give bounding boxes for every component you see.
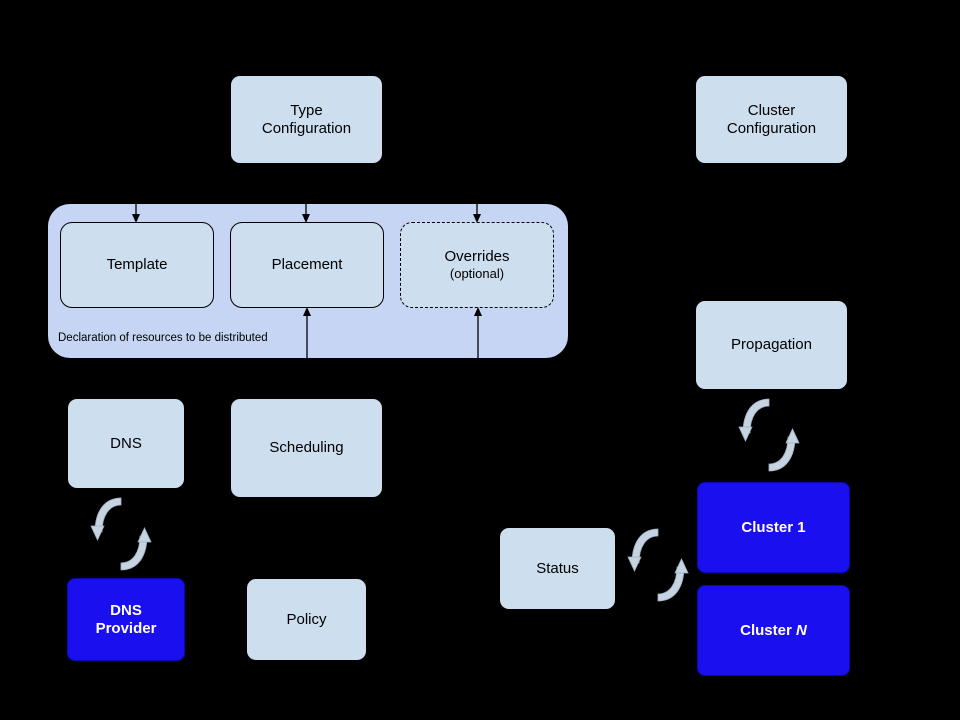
status-label: Status — [536, 559, 579, 577]
sync-icon-propagation-to-cluster1 — [738, 398, 800, 472]
dns-provider-label-line1: DNS — [110, 601, 142, 619]
dns-label: DNS — [110, 434, 142, 452]
node-cluster-n[interactable]: Cluster N — [697, 585, 850, 676]
policy-label: Policy — [286, 610, 327, 628]
overrides-label: Overrides — [444, 248, 510, 266]
node-cluster-1[interactable]: Cluster 1 — [697, 482, 850, 573]
propagation-label: Propagation — [731, 336, 812, 354]
node-placement[interactable]: Placement — [230, 222, 384, 308]
cluster-configuration-label-line2: Configuration — [726, 119, 817, 137]
overrides-sublabel: (optional) — [449, 266, 505, 282]
dns-provider-label-line2: Provider — [95, 619, 157, 637]
node-dns[interactable]: DNS — [67, 398, 185, 489]
sync-icon-status-to-clusters — [627, 528, 689, 602]
node-propagation[interactable]: Propagation — [695, 300, 848, 390]
type-configuration-label-line1: Type — [290, 101, 323, 119]
scheduling-label: Scheduling — [269, 439, 344, 457]
template-label: Template — [106, 256, 168, 274]
node-scheduling[interactable]: Scheduling — [230, 398, 383, 498]
node-dns-provider[interactable]: DNS Provider — [67, 578, 185, 661]
type-configuration-label-line2: Configuration — [261, 119, 352, 137]
placement-label: Placement — [271, 256, 343, 274]
node-cluster-configuration[interactable]: Cluster Configuration — [695, 75, 848, 164]
cluster-1-label: Cluster 1 — [741, 518, 806, 536]
node-type-configuration[interactable]: Type Configuration — [230, 75, 383, 164]
panel-caption: Declaration of resources to be distribut… — [58, 332, 268, 344]
sync-icon-dns-to-dns-provider — [90, 497, 152, 571]
node-template[interactable]: Template — [60, 222, 214, 308]
cluster-n-label: Cluster N — [740, 621, 807, 639]
node-status[interactable]: Status — [499, 527, 616, 610]
cluster-configuration-label-line1: Cluster — [747, 101, 796, 119]
node-overrides[interactable]: Overrides (optional) — [400, 222, 554, 308]
node-policy[interactable]: Policy — [246, 578, 367, 661]
